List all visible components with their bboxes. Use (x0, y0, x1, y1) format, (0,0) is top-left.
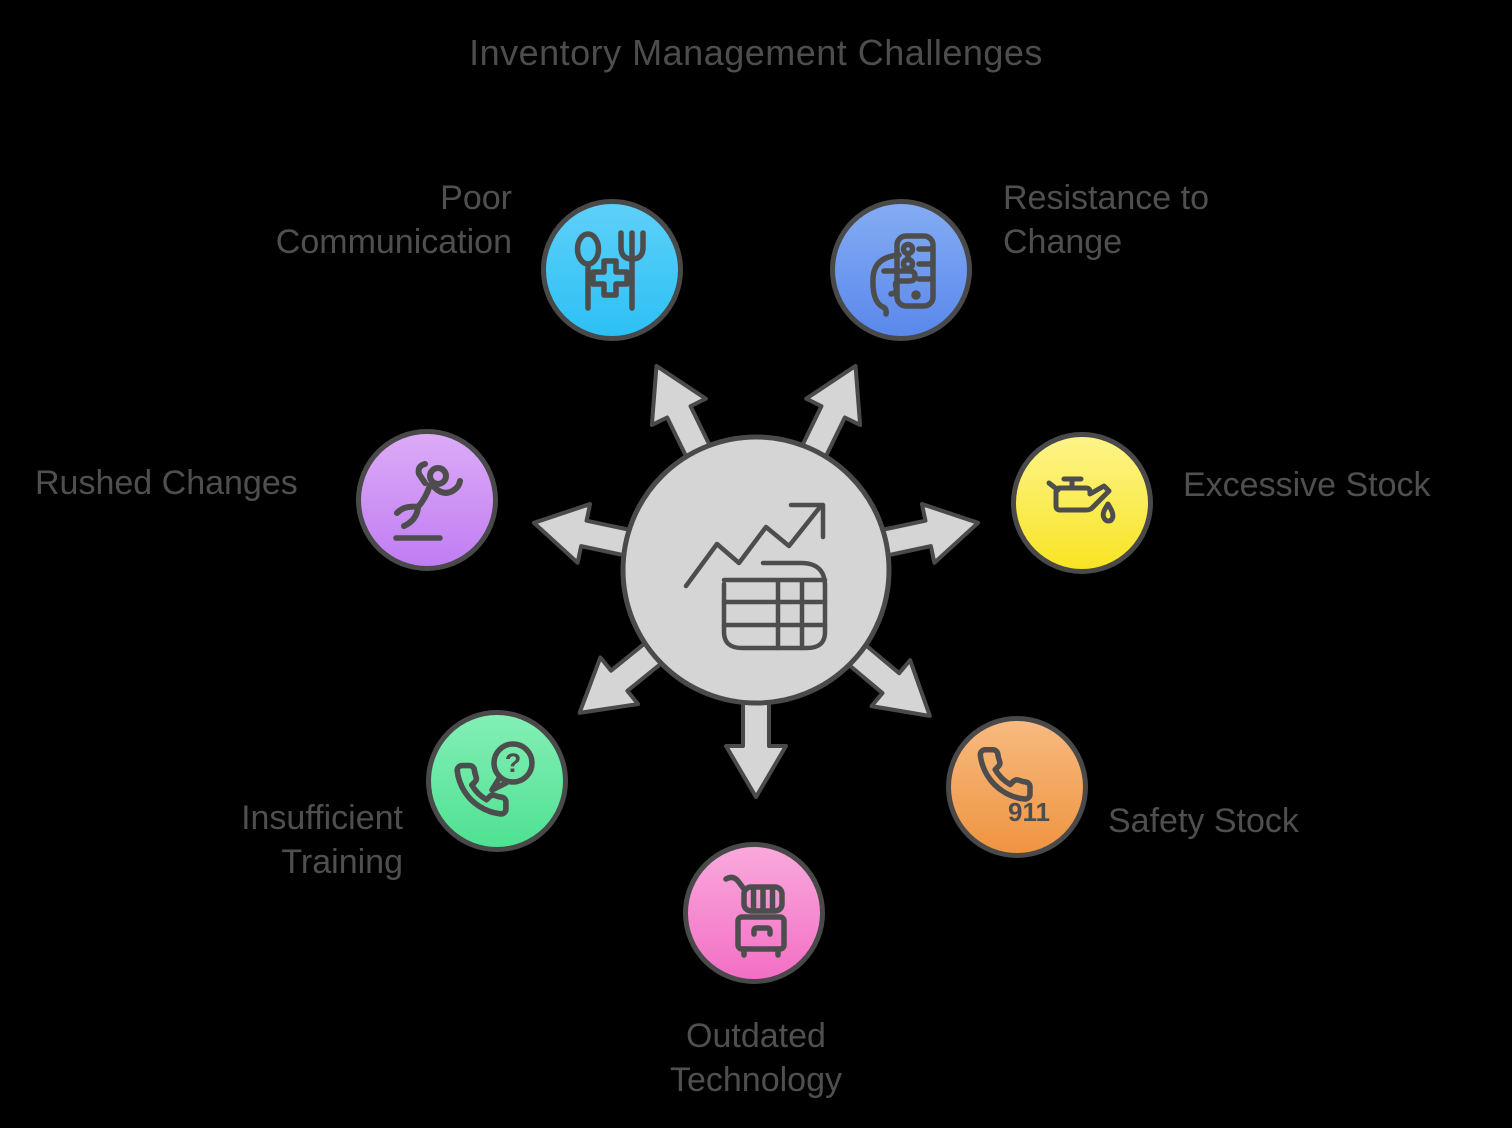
label-poor-communication: Poor Communication (275, 179, 512, 261)
page-title: Inventory Management Challenges (469, 32, 1043, 73)
node-poor-communication (541, 199, 683, 341)
icon-text-question: ? (505, 748, 522, 778)
label-resistance-to-change: Resistance to Change (1003, 179, 1209, 261)
slipping-person-icon (393, 461, 463, 541)
excessive-stock-circle (1011, 432, 1153, 574)
restaurant-medical-icon (574, 230, 646, 311)
hand-holding-phone-icon (870, 233, 936, 317)
phone-question-icon: ? (454, 741, 535, 817)
node-rushed-changes (356, 429, 498, 571)
label-excessive-stock: Excessive Stock (1183, 466, 1431, 504)
rushed-changes-circle (356, 429, 498, 571)
oil-can-icon (1046, 476, 1116, 524)
cart-drawer-icon (723, 874, 787, 958)
safety-stock-circle: 911 (946, 716, 1088, 858)
node-resistance-to-change (830, 199, 972, 341)
label-outdated-technology: Outdated Technology (669, 1017, 842, 1099)
growth-chart-table-icon (683, 502, 828, 651)
hub-circle (620, 434, 892, 706)
outdated-technology-circle (683, 842, 825, 984)
resistance-to-change-circle (830, 199, 972, 341)
node-excessive-stock (1011, 432, 1153, 574)
icon-text-911: 911 (1008, 797, 1050, 827)
node-outdated-technology (683, 842, 825, 984)
label-safety-stock: Safety Stock (1108, 802, 1299, 840)
poor-communication-circle (541, 199, 683, 341)
label-insufficient-training: Insufficient Training (241, 799, 403, 881)
insufficient-training-circle: ? (426, 710, 568, 852)
node-insufficient-training: ? (426, 710, 568, 852)
label-rushed-changes: Rushed Changes (35, 464, 298, 502)
emergency-phone-icon: 911 (977, 747, 1050, 827)
node-safety-stock: 911 (946, 716, 1088, 858)
